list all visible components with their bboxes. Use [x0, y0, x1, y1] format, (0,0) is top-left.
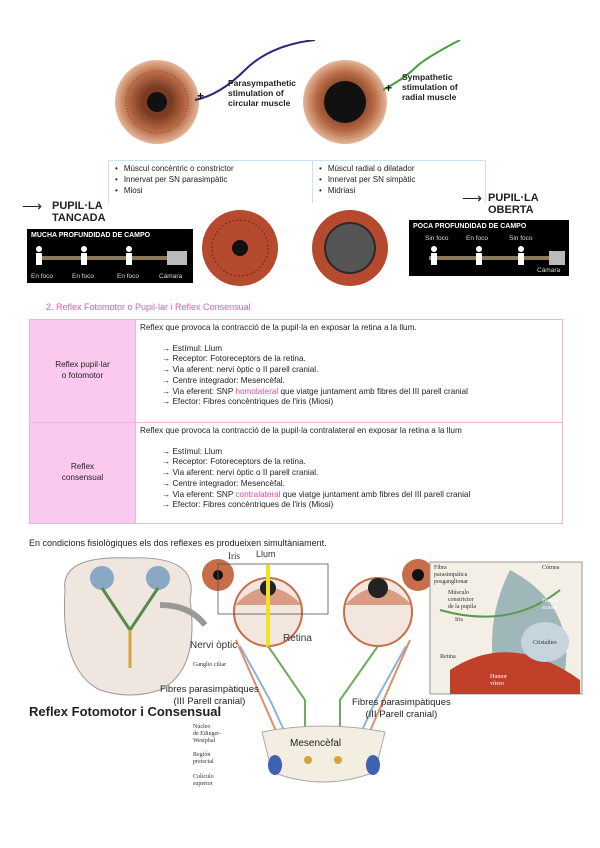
section-title: 2. Reflex Fotomotor o Pupil·lar i Reflex…	[46, 302, 251, 312]
inset-eye-section	[429, 561, 583, 695]
row-desc-cell: Reflex que provoca la contracció de la p…	[135, 422, 563, 524]
row-desc-cell: Reflex que provoca la contracció de la p…	[135, 319, 563, 423]
ganglio-label: Ganglio ciliar	[193, 662, 227, 668]
parasympathetic-iris: +	[115, 40, 316, 144]
right-eye	[343, 577, 413, 647]
llum-label: Llum	[256, 549, 276, 559]
fibres-right-label: Fibres parasimpàtiques(III Parell crania…	[352, 697, 451, 720]
dilated-iris	[312, 210, 388, 286]
dof-title: POCA PROFUNDIDAD DE CAMPO	[413, 223, 527, 230]
midbrain-illustration	[261, 725, 386, 783]
constrictor-box: Múscul concèntric o constrictorInnervat …	[108, 160, 319, 203]
constricted-iris	[202, 210, 278, 286]
sympathetic-iris: +	[303, 40, 461, 144]
svg-text:+: +	[385, 81, 392, 95]
svg-text:+: +	[197, 89, 204, 103]
dof-title: MUCHA PROFUNDIDAD DE CAMPO	[31, 232, 151, 239]
iris-diagrams: + +	[115, 40, 461, 144]
nervi-optic-label: Nervi òptic	[190, 640, 238, 651]
dilator-box: Múscul radial o dilatadorInnervat per SN…	[312, 160, 486, 203]
fibres-left-label: Fibres parasimpàtiques(III Parell crania…	[160, 684, 259, 707]
reflex-diagram	[63, 557, 583, 783]
inset-cristalino-label: Cristalino	[533, 640, 557, 646]
brain-illustration	[63, 557, 193, 696]
arrow-open-icon: ⟶	[462, 190, 483, 206]
mesencefal-label: Mesencèfal	[290, 738, 342, 749]
arrow-closed-icon: ⟶	[22, 198, 43, 214]
figure-title: Reflex Fotomotor i Consensual	[29, 704, 222, 719]
dof-panel-open: POCA PROFUNDIDAD DE CAMPO Sin foco En fo…	[409, 220, 569, 276]
dof-panel-closed: MUCHA PROFUNDIDAD DE CAMPO En foco En fo…	[27, 229, 193, 283]
iris-label: Iris	[228, 551, 240, 561]
retina-label: Retina	[283, 633, 312, 644]
dof-graphic	[36, 246, 187, 265]
bottom-caption: En condicions fisiològiques els dos refl…	[29, 538, 327, 548]
inset-cornea-label: Córnea	[542, 565, 560, 571]
pupil-photos	[202, 210, 388, 286]
dof-graphic	[429, 246, 565, 265]
inset-iris-label: Iris	[455, 617, 463, 623]
inset-retina-label: Retina	[440, 654, 456, 660]
